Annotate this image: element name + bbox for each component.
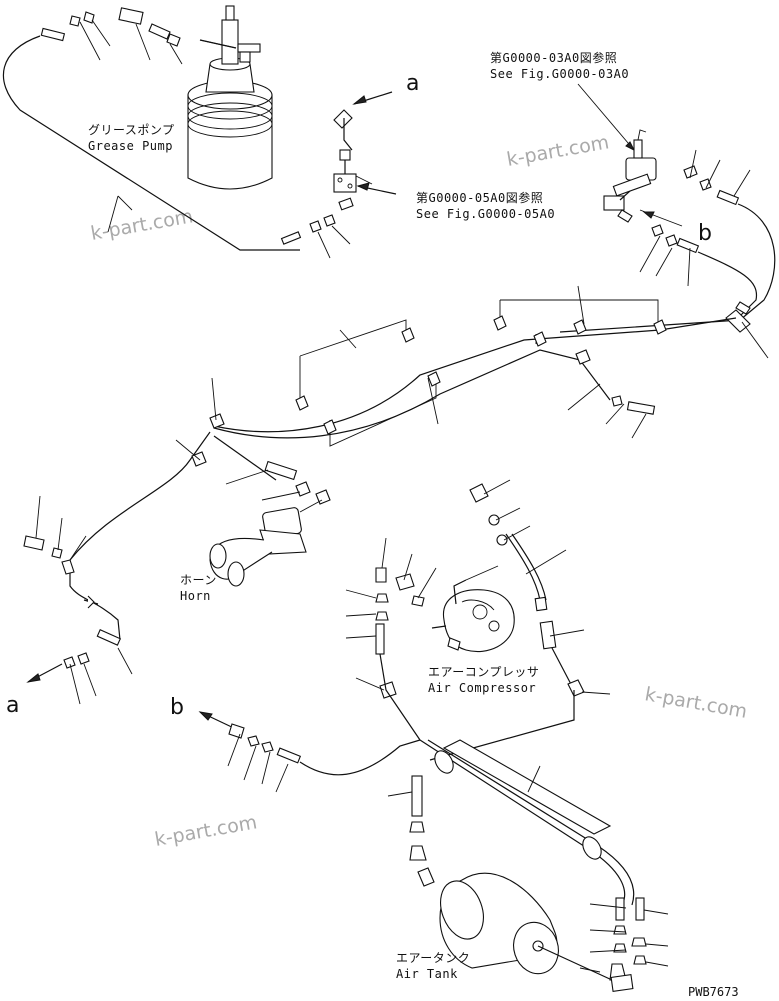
ref-05a0-en: See Fig.G0000-05A0 [416,207,555,221]
air-compressor-label-en: Air Compressor [428,681,536,695]
ref-05a0-jp: 第G0000-05A0図参照 [416,190,543,205]
air-line-left [26,560,133,705]
hose-clamps-middle[interactable] [191,315,667,467]
drain-fittings-center[interactable] [387,775,435,887]
watermark-3: k-part.com [643,683,749,723]
connector-a-bottom: a [6,693,19,718]
grease-line [2,35,354,259]
air-tank-label-en: Air Tank [396,967,458,981]
horn-label-en: Horn [180,589,211,603]
grease-pump-label-jp: グリースポンプ [88,123,175,137]
grease-pump[interactable] [187,5,273,190]
air-line-middle [69,317,737,561]
watermark-2: k-part.com [505,131,611,171]
ref-03a0-jp: 第G0000-03A0図参照 [490,50,617,65]
left-bracket-bolt[interactable] [23,495,87,575]
watermark-4: k-part.com [153,811,259,851]
air-line-right [559,203,776,333]
valve-assembly-right[interactable] [603,129,751,287]
air-tank[interactable] [433,872,613,981]
grease-distribution-block[interactable] [333,91,397,195]
connector-b-top: b [698,221,712,246]
air-compressor[interactable] [431,479,531,652]
connector-b-bottom: b [170,695,184,720]
air-compressor-label-jp: エアーコンプレッサ [428,665,539,679]
grease-pump-label-en: Grease Pump [88,139,173,153]
compressor-discharge-hose[interactable] [505,533,611,697]
air-line-lower-left [198,711,421,793]
drawing-code: PWB7673 [688,985,739,999]
tank-outlet-fittings[interactable] [579,897,669,992]
leader-lines-middle [175,285,647,461]
grease-line-fittings-top[interactable] [40,7,183,65]
watermarks: k-part.com k-part.com k-part.com k-part.… [89,131,749,851]
horn-label-jp: ホーン [180,573,217,587]
hose-brackets [299,299,659,447]
compressor-fittings[interactable] [345,537,575,761]
clamps-right[interactable] [725,301,769,359]
ref-03a0-en: See Fig.G0000-03A0 [490,67,629,81]
air-tank-support-bar[interactable] [431,739,612,862]
horn[interactable] [209,435,331,587]
air-line-right-2 [697,251,758,317]
connector-a-top: a [406,71,419,96]
air-tank-label-jp: エアータンク [396,951,470,965]
